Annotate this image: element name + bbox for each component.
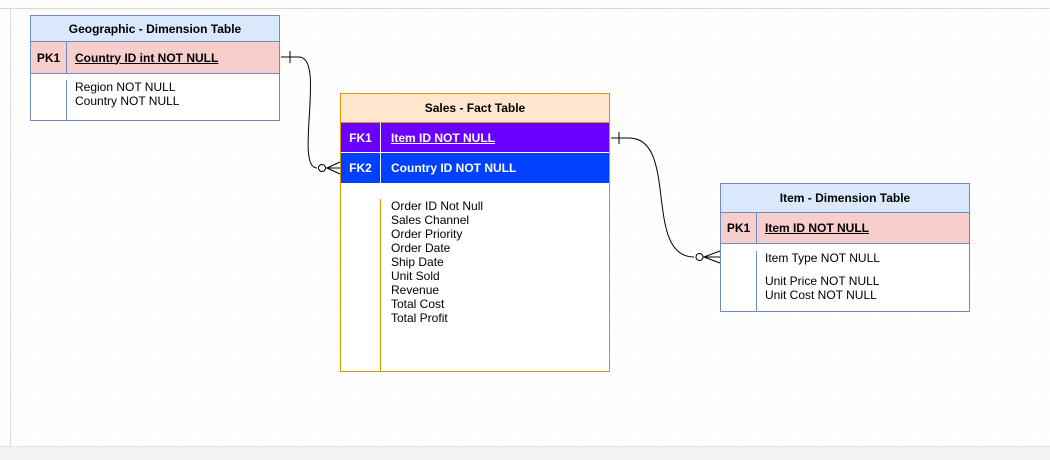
page-boundary-top (0, 8, 1050, 9)
fk2-field: Country ID NOT NULL (391, 161, 517, 175)
crow-foot-lower (326, 167, 341, 175)
fk1-field: Item ID NOT NULL (391, 130, 495, 145)
table-title: Item - Dimension Table (779, 191, 911, 205)
attribute: Unit Price NOT NULL (765, 274, 880, 288)
key-column-spacer (341, 199, 381, 371)
edge-geographic-sales[interactable] (281, 51, 341, 175)
attribute: Order ID Not Null (391, 199, 484, 213)
attribute-list: Region NOT NULL Country NOT NULL (67, 80, 279, 120)
attribute: Item Type NOT NULL (765, 251, 880, 265)
table-sales-fk2-row[interactable]: FK2 Country ID NOT NULL (341, 153, 609, 183)
attribute: Revenue (391, 283, 440, 297)
fk1-key-label: FK1 (341, 123, 381, 152)
table-sales-header[interactable]: Sales - Fact Table (341, 94, 609, 123)
pk-key-label: PK1 (721, 213, 757, 243)
attribute: Total Cost (391, 297, 445, 311)
attribute: Country NOT NULL (75, 94, 180, 108)
edge-line (611, 137, 695, 258)
edge-line (281, 56, 318, 169)
edge-sales-item[interactable] (611, 132, 721, 264)
table-sales-body[interactable]: Order ID Not Null Sales Channel Order Pr… (341, 183, 609, 371)
table-sales-fk1-row[interactable]: FK1 Item ID NOT NULL (341, 123, 609, 153)
zero-cardinality-circle (695, 253, 704, 261)
table-geographic-body[interactable]: Region NOT NULL Country NOT NULL (31, 74, 279, 120)
attribute-list: Order ID Not Null Sales Channel Order Pr… (381, 199, 609, 371)
page-boundary-left (10, 8, 11, 446)
pk-field: Country ID int NOT NULL (75, 50, 219, 65)
attribute: Unit Cost NOT NULL (765, 288, 877, 302)
table-geographic-header[interactable]: Geographic - Dimension Table (31, 16, 279, 42)
table-item-pk-row[interactable]: PK1 Item ID NOT NULL (721, 213, 969, 244)
attribute: Ship Date (391, 255, 444, 269)
attribute: Total Profit (391, 311, 448, 325)
pk-key-label: PK1 (31, 42, 67, 73)
attribute: Unit Sold (391, 269, 440, 283)
crow-foot-lower (703, 256, 721, 264)
table-item[interactable]: Item - Dimension Table PK1 Item ID NOT N… (720, 183, 970, 312)
table-sales[interactable]: Sales - Fact Table FK1 Item ID NOT NULL … (340, 93, 610, 372)
attribute: Order Date (391, 241, 451, 255)
pk-field: Item ID NOT NULL (765, 221, 869, 235)
attribute: Sales Channel (391, 213, 470, 227)
attribute: Order Priority (391, 227, 463, 241)
table-title: Geographic - Dimension Table (68, 21, 242, 36)
crow-foot-upper (326, 161, 341, 169)
key-column-spacer (31, 80, 67, 120)
crow-foot-upper (703, 250, 721, 258)
key-column-spacer (721, 251, 757, 311)
attribute-list: Item Type NOT NULL Unit Price NOT NULL U… (757, 251, 969, 311)
table-title: Sales - Fact Table (424, 101, 526, 115)
table-geographic-pk-row[interactable]: PK1 Country ID int NOT NULL (31, 42, 279, 74)
zero-cardinality-circle (318, 164, 326, 172)
attribute: Region NOT NULL (75, 80, 176, 94)
canvas-gutter (0, 446, 1050, 460)
table-item-body[interactable]: Item Type NOT NULL Unit Price NOT NULL U… (721, 244, 969, 311)
table-geographic[interactable]: Geographic - Dimension Table PK1 Country… (30, 15, 280, 121)
fk2-key-label: FK2 (341, 153, 381, 183)
table-item-header[interactable]: Item - Dimension Table (721, 184, 969, 213)
